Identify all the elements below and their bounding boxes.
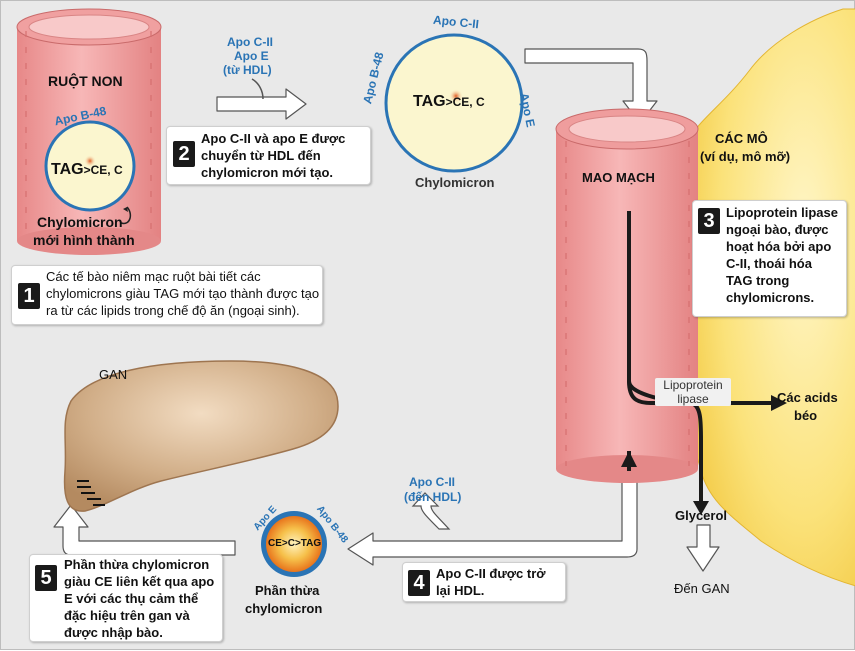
return-label-2: (đến HDL) xyxy=(404,490,462,504)
step-3-line-6: chylomicrons. xyxy=(726,290,815,305)
nascent-caption-2: mới hình thành xyxy=(33,232,135,248)
nascent-caption-1: Chylomicron xyxy=(37,214,123,230)
chylo-tag-main: TAG xyxy=(413,93,446,110)
glycerol-label: Glycerol xyxy=(675,508,728,523)
lipase-line-1: Lipoprotein xyxy=(663,378,723,392)
chylomicron-particle xyxy=(384,33,524,173)
fatty-acids-1: Các acids xyxy=(777,390,838,405)
step-5-number: 5 xyxy=(35,565,57,591)
liver-receptors xyxy=(77,480,105,506)
step-4-text: Apo C-II được trở lại HDL. xyxy=(436,565,546,599)
capillary-title: MAO MẠCH xyxy=(582,170,655,185)
step-2-line-1: Apo C-II và apo E được xyxy=(201,131,346,146)
tissue-subtitle: (ví dụ, mô mỡ) xyxy=(700,149,791,164)
step-3-text: Lipoprotein lipase ngoại bào, được hoạt … xyxy=(726,204,838,306)
step-3-number: 3 xyxy=(698,208,720,234)
step-1-line-3: ra từ các lipids trong chế độ ăn (ngoại … xyxy=(46,303,300,318)
step-4-number: 4 xyxy=(408,570,430,596)
transfer-label-1: Apo C-II xyxy=(227,35,273,49)
liver-organ xyxy=(63,360,339,512)
step-5-line-5: được nhập bào. xyxy=(64,625,163,640)
chylo-tag-label: TAG>CE, C xyxy=(413,93,485,111)
step-5-line-3: E với các thụ cảm thể xyxy=(64,591,199,606)
step-2-line-2: chuyển từ HDL đến xyxy=(201,148,321,163)
step-5-text: Phần thừa chylomicron giàu CE liên kết q… xyxy=(64,556,214,641)
step-2-line-3: chylomicron mới tạo. xyxy=(201,165,334,180)
step-4-line-2: lại HDL. xyxy=(436,583,485,598)
tag-main: TAG xyxy=(51,161,84,178)
step-1-line-2: chylomicrons giàu TAG mới tạo thành được… xyxy=(46,286,320,301)
step-4-box: 4 Apo C-II được trở lại HDL. xyxy=(402,562,566,602)
remnant-arrow xyxy=(347,478,638,566)
intestine-title: RUỘT NON xyxy=(48,73,123,89)
step-3-box: 3 Lipoprotein lipase ngoại bào, được hoạ… xyxy=(692,200,847,317)
tissue-title: CÁC MÔ xyxy=(715,131,768,146)
transfer-arrow xyxy=(216,88,307,120)
fatty-acids-2: béo xyxy=(794,408,818,423)
step-3-line-2: ngoại bào, được xyxy=(726,222,829,237)
fatty-acid-arrowhead xyxy=(771,395,787,411)
liver-label: GAN xyxy=(99,367,128,382)
step-2-box: 2 Apo C-II và apo E được chuyển từ HDL đ… xyxy=(166,126,371,185)
step-3-line-4: C-II, thoái hóa xyxy=(726,256,812,271)
lipase-line-2: lipase xyxy=(677,392,709,406)
to-liver-arrow xyxy=(53,504,236,556)
to-liver-label: Đến GAN xyxy=(674,581,730,596)
step-1-text: Các tế bào niêm mạc ruột bài tiết các ch… xyxy=(46,268,319,319)
step-5-line-1: Phần thừa chylomicron xyxy=(64,557,210,572)
remnant-name-1: Phần thừa xyxy=(255,583,320,598)
tag-sub: >CE, C xyxy=(83,163,123,177)
step-5-box: 5 Phần thừa chylomicron giàu CE liên kết… xyxy=(29,554,223,642)
step-1-number: 1 xyxy=(18,283,40,309)
chylo-name: Chylomicron xyxy=(415,175,495,190)
return-label-1: Apo C-II xyxy=(409,475,455,489)
step-5-line-2: giàu CE liên kết qua apo xyxy=(64,574,215,589)
step-3-line-5: TAG trong xyxy=(726,273,790,288)
step-2-number: 2 xyxy=(173,141,195,167)
step-5-line-4: đặc hiệu trên gan và xyxy=(64,608,190,623)
chylo-tag-sub: >CE, C xyxy=(445,95,485,109)
lipase-label: Lipoprotein lipase xyxy=(655,378,731,406)
step-1-line-1: Các tế bào niêm mạc ruột bài tiết các xyxy=(46,269,261,284)
step-1-box: 1 Các tế bào niêm mạc ruột bài tiết các … xyxy=(11,265,323,325)
step-4-line-1: Apo C-II được trở xyxy=(436,566,546,581)
remnant-core: CE>C>TAG xyxy=(268,538,322,549)
glycerol-arrow xyxy=(686,524,720,572)
glycerol-arrowhead xyxy=(693,501,709,515)
transfer-label-2: Apo E xyxy=(234,49,269,63)
apo-return-arrow xyxy=(411,492,451,530)
intestine-tag-label: TAG>CE, C xyxy=(51,161,123,179)
step-3-line-1: Lipoprotein lipase xyxy=(726,205,838,220)
transfer-label-3: (từ HDL) xyxy=(223,63,272,77)
remnant-name-2: chylomicron xyxy=(245,601,323,616)
step-2-text: Apo C-II và apo E được chuyển từ HDL đến… xyxy=(201,130,345,181)
step-3-line-3: hoạt hóa bởi apo xyxy=(726,239,832,254)
